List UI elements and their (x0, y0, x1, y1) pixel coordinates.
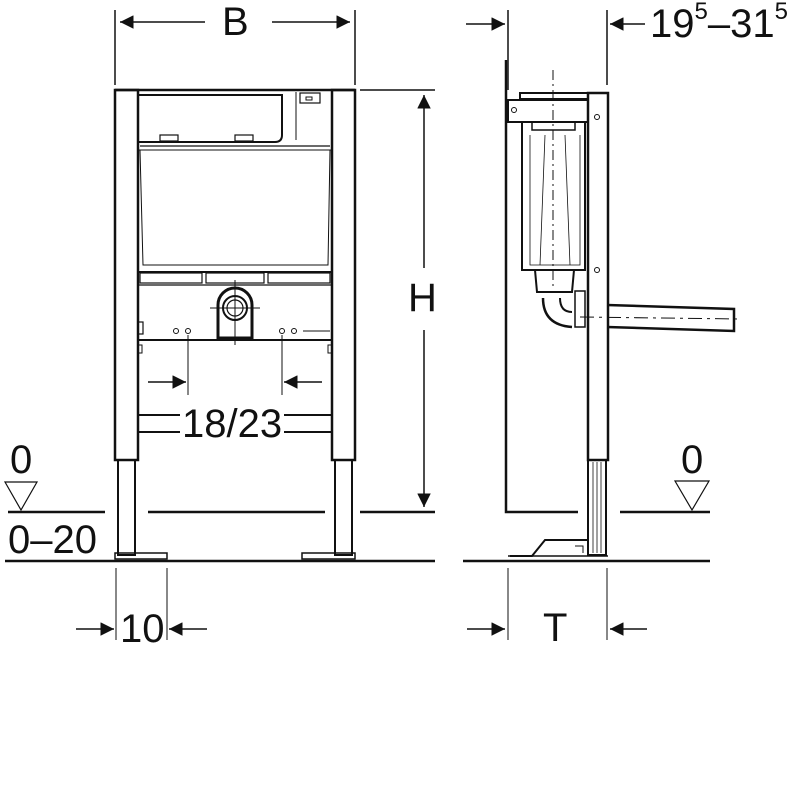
width-label-b: B (222, 0, 249, 44)
floor-range-label: 0–20 (8, 518, 97, 562)
floor-reference-label-side: 0 (681, 438, 704, 482)
depth-range-label: 195–315 (650, 0, 788, 46)
depth-range-max: 31 (730, 2, 775, 46)
depth-range-min: 19 (650, 2, 695, 46)
foot-width-label: 10 (120, 607, 165, 651)
depth-range-max-sup: 5 (774, 0, 788, 25)
floor-reference-label-front: 0 (10, 438, 33, 482)
front-view (3, 10, 435, 640)
height-label-h: H (408, 276, 437, 320)
depth-label-t: T (543, 606, 568, 650)
side-view (463, 10, 741, 640)
depth-range-min-sup: 5 (694, 0, 708, 25)
connection-spacing-label: 18/23 (180, 402, 285, 446)
depth-range-sep: – (707, 2, 731, 46)
